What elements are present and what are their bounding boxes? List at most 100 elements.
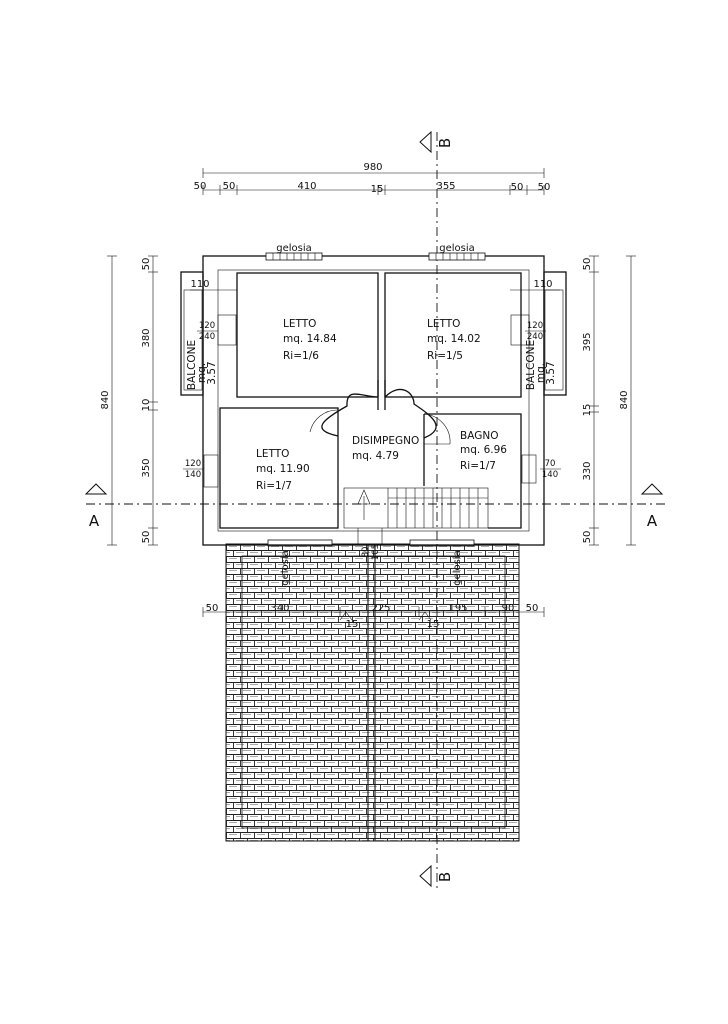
balcony-left-name: BALCONE bbox=[186, 340, 198, 390]
section-a-right-label: A bbox=[647, 512, 658, 530]
section-b-bottom-arrow bbox=[419, 864, 432, 888]
hall-right-curve bbox=[384, 388, 437, 439]
gelosia-label-1: gelosia bbox=[276, 243, 312, 254]
stair-treads bbox=[387, 488, 488, 528]
dim-top-total: 980 bbox=[363, 162, 382, 173]
right-window-top: 70 bbox=[545, 459, 556, 469]
door-swing-bath bbox=[423, 413, 451, 445]
dim-right-p0: 50 bbox=[582, 258, 593, 271]
room-outline-bath bbox=[423, 413, 522, 529]
dim-roof-p5: 50 bbox=[526, 603, 539, 614]
hall-name: DISIMPEGNO bbox=[352, 435, 419, 447]
section-a-left-label: A bbox=[89, 512, 100, 530]
left-window-bottom: 140 bbox=[185, 470, 201, 480]
dim-left-p3: 350 bbox=[141, 458, 152, 477]
hall-area: mq. 4.79 bbox=[352, 450, 399, 462]
roof-grille-right bbox=[409, 539, 475, 547]
balcony-left-width: 110 bbox=[190, 279, 209, 290]
roof-small-dim-2: 105 bbox=[371, 544, 381, 560]
bath-name: BAGNO bbox=[460, 430, 498, 442]
opening-labels: 110 110 120 240 120 240 120 140 70 140 bbox=[183, 279, 561, 480]
stair-up-arrow bbox=[357, 489, 371, 520]
bed-2-area: mq. 14.02 bbox=[427, 333, 481, 345]
left-window-top: 120 bbox=[185, 459, 201, 469]
top-dimensions: 980 50 50 410 15 355 50 50 bbox=[194, 162, 551, 195]
hall-left-curve bbox=[321, 393, 379, 437]
dim-top-p2: 410 bbox=[297, 181, 316, 192]
dim-top-p3: 15 bbox=[371, 184, 384, 195]
room-hall: DISIMPEGNO mq. 4.79 bbox=[352, 435, 419, 462]
balcony-left-outline bbox=[180, 271, 204, 396]
dim-top-p5: 50 bbox=[511, 182, 524, 193]
room-balcony-right: BALCONE mq. 3.57 bbox=[525, 340, 557, 390]
dim-left-total: 840 bbox=[100, 390, 111, 409]
dim-right-p3: 330 bbox=[582, 461, 593, 480]
dim-left-p2: 10 bbox=[141, 399, 152, 412]
roof-small-dim-1: 80 bbox=[361, 547, 371, 558]
dim-roof-p0: 50 bbox=[206, 603, 219, 614]
section-lines: B B A A bbox=[84, 130, 666, 890]
dim-top-p4: 355 bbox=[436, 181, 455, 192]
left-door-bottom: 240 bbox=[199, 332, 215, 342]
bed-1-name: LETTO bbox=[283, 318, 316, 330]
balcony-right-name: BALCONE bbox=[525, 340, 537, 390]
door-swing-bed-3 bbox=[309, 409, 339, 433]
section-a-left-arrow bbox=[84, 483, 108, 495]
bed-1-ratio: Ri=1/6 bbox=[283, 350, 319, 362]
balcony-right-area: mq. bbox=[535, 363, 547, 383]
dim-roof-p2: 225 bbox=[371, 603, 390, 614]
section-b-top-label: B bbox=[436, 138, 454, 148]
bed-2-name: LETTO bbox=[427, 318, 460, 330]
roof bbox=[225, 539, 520, 842]
roof-slope-left: 15 bbox=[346, 619, 359, 630]
dim-right-total: 840 bbox=[619, 390, 630, 409]
roof-grille-left bbox=[267, 539, 333, 547]
room-bath: BAGNO mq. 6.96 Ri=1/7 bbox=[460, 430, 507, 472]
room-outline-bed-3 bbox=[219, 407, 339, 529]
balcony-right-width: 110 bbox=[533, 279, 552, 290]
section-a-right-arrow bbox=[640, 483, 664, 495]
right-window-bottom: 140 bbox=[542, 470, 558, 480]
section-b-bottom-label: B bbox=[436, 872, 454, 882]
left-dimensions: 840 50 380 10 350 50 bbox=[100, 255, 158, 546]
dim-right-p4: 50 bbox=[582, 531, 593, 544]
roof-slope-right: 15 bbox=[427, 619, 440, 630]
roof-slope-marker-right bbox=[418, 611, 432, 621]
bath-ratio: Ri=1/7 bbox=[460, 460, 496, 472]
left-door-top: 120 bbox=[199, 321, 215, 331]
dim-roof-p4: 90 bbox=[502, 603, 515, 614]
room-balcony-left: BALCONE mq. 3.57 bbox=[186, 340, 218, 390]
top-grilles: gelosia gelosia bbox=[265, 243, 486, 261]
gelosia-label-4: gelosia bbox=[452, 550, 463, 586]
gelosia-label-3: gelosia bbox=[280, 550, 291, 586]
right-dimensions: 840 50 395 15 330 50 bbox=[582, 255, 636, 546]
dim-left-p0: 50 bbox=[141, 258, 152, 271]
bed-3-name: LETTO bbox=[256, 448, 289, 460]
dim-roof-p1: 340 bbox=[270, 603, 289, 614]
bed-1-area: mq. 14.84 bbox=[283, 333, 337, 345]
balcony-left-value: 3.57 bbox=[206, 361, 218, 384]
dim-right-p1: 395 bbox=[582, 332, 593, 351]
right-door-bottom: 240 bbox=[527, 332, 543, 342]
roof-slope-marker-left bbox=[339, 611, 353, 621]
bed-3-area: mq. 11.90 bbox=[256, 463, 310, 475]
room-bed-3: LETTO mq. 11.90 Ri=1/7 bbox=[256, 448, 310, 492]
stair bbox=[343, 487, 489, 529]
right-door-top: 120 bbox=[527, 321, 543, 331]
dim-left-p4: 50 bbox=[141, 531, 152, 544]
dim-top-p0: 50 bbox=[194, 181, 207, 192]
building-walls bbox=[180, 255, 567, 546]
bed-2-ratio: Ri=1/5 bbox=[427, 350, 463, 362]
balcony-left-area: mq. bbox=[196, 363, 208, 383]
room-outline-bed-1 bbox=[236, 272, 379, 398]
dim-top-p6: 50 bbox=[538, 182, 551, 193]
balcony-right-outline bbox=[543, 271, 567, 396]
dim-top-p1: 50 bbox=[223, 181, 236, 192]
dim-roof-p3: 195 bbox=[448, 603, 467, 614]
room-outline-bed-2 bbox=[384, 272, 522, 398]
bed-3-ratio: Ri=1/7 bbox=[256, 480, 292, 492]
balcony-right-value: 3.57 bbox=[545, 361, 557, 384]
section-b-top-arrow bbox=[419, 130, 432, 154]
dim-right-p2: 15 bbox=[582, 404, 593, 417]
